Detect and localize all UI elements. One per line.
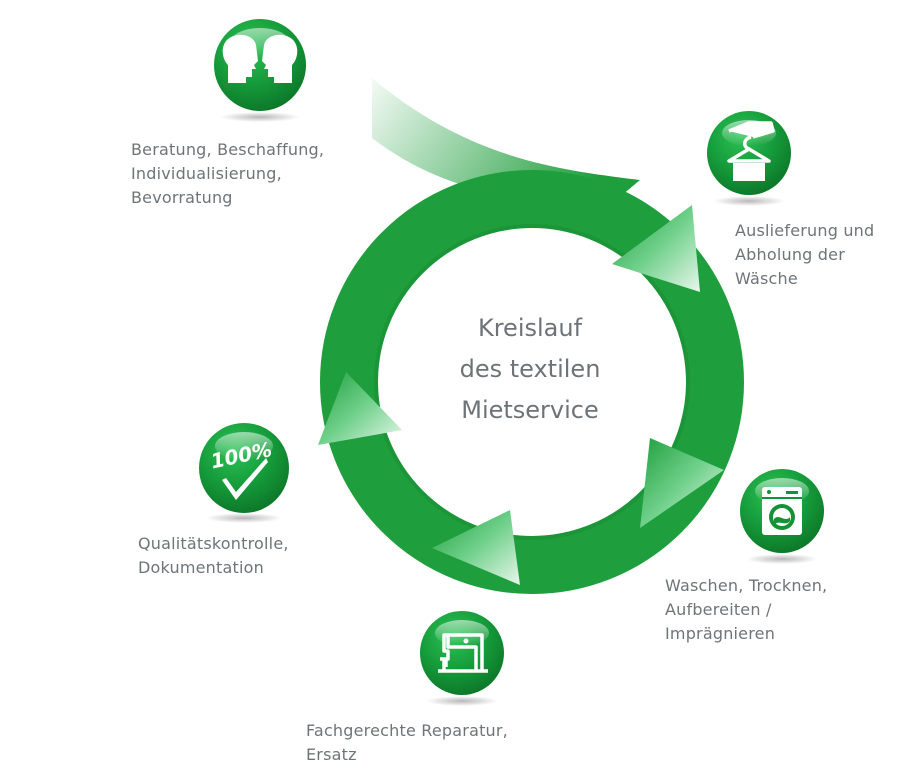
cycle-entry-tail	[372, 78, 640, 205]
step-icon-3	[740, 469, 824, 564]
consulting-heads-icon	[222, 34, 298, 84]
cycle-ring-inner-shade	[374, 224, 690, 540]
step-label-washing: Waschen, Trocknen, Aufbereiten / Imprägn…	[665, 574, 827, 646]
step-label-line: Ersatz	[306, 745, 357, 764]
step-label-line: Imprägnieren	[665, 624, 776, 643]
step-label-line: Wäsche	[735, 269, 798, 288]
step-label-line: Bevorratung	[131, 188, 233, 207]
cycle-arrow-heads	[318, 205, 724, 585]
cycle-title-line: Mietservice	[461, 396, 599, 424]
step-label-line: Fachgerechte Reparatur,	[306, 721, 508, 740]
cycle-title: Kreislauf des textilen Mietservice	[420, 308, 640, 431]
step-icon-5: 100%	[199, 423, 289, 523]
cycle-title-line: Kreislauf	[477, 314, 583, 342]
washing-machine-icon	[762, 487, 802, 535]
arrow-head-left	[318, 372, 402, 445]
arrow-head-right	[640, 438, 724, 528]
step-label-line: Beratung, Beschaffung,	[131, 140, 325, 159]
sewing-machine-icon	[438, 633, 488, 673]
step-label-line: Dokumentation	[138, 558, 264, 577]
step-icon-1	[214, 19, 306, 122]
arrow-head-bottom	[432, 510, 520, 585]
step-label-consulting: Beratung, Beschaffung, Individualisierun…	[131, 138, 324, 210]
step-label-line: Qualitätskontrolle,	[138, 534, 289, 553]
step-label-line: Waschen, Trocknen,	[665, 576, 828, 595]
delivery-hanger-hand-icon	[727, 121, 775, 181]
step-icon-2	[707, 111, 791, 206]
arrow-head-top-right	[612, 205, 700, 292]
step-label-quality: Qualitätskontrolle, Dokumentation	[138, 532, 289, 580]
step-label-line: Individualisierung,	[131, 164, 282, 183]
step-label-line: Aufbereiten /	[665, 600, 772, 619]
step-label-line: Auslieferung und	[735, 221, 875, 240]
step-label-delivery: Auslieferung und Abholung der Wäsche	[735, 219, 874, 291]
cycle-title-line: des textilen	[459, 355, 601, 383]
step-icon-4	[420, 611, 504, 706]
quality-check-icon: 100%	[209, 437, 274, 500]
step-label-repair: Fachgerechte Reparatur, Ersatz	[306, 719, 508, 767]
step-label-line: Abholung der	[735, 245, 845, 264]
